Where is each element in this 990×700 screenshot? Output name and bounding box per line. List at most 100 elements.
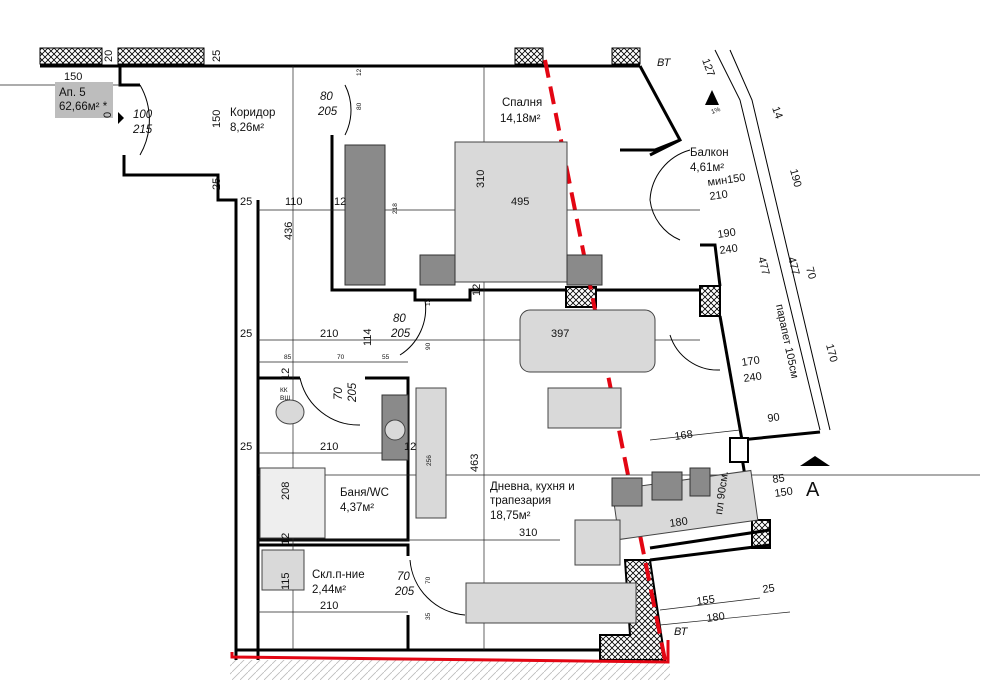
svg-text:180: 180	[706, 611, 726, 625]
svg-text:80: 80	[320, 91, 333, 103]
room-bedroom-name: Спалня	[502, 97, 542, 109]
dimension-labels: 150 20 25 150 25 25 110 12 436 310 495 2…	[64, 50, 839, 625]
svg-text:256: 256	[426, 455, 433, 466]
chair	[651, 471, 683, 501]
nightstand-right	[566, 254, 603, 286]
svg-text:20: 20	[103, 50, 115, 62]
room-balcony-name: Балкон	[690, 147, 729, 159]
interior-walls	[40, 49, 831, 660]
svg-text:310: 310	[475, 170, 487, 188]
kk-label: КК	[280, 387, 288, 394]
room-storage-name: Скл.п-ние	[312, 569, 365, 581]
svg-text:70: 70	[803, 266, 818, 281]
svg-text:150: 150	[64, 71, 82, 83]
svg-text:115: 115	[280, 572, 292, 590]
dimension-lines	[0, 66, 980, 650]
svg-text:170: 170	[741, 355, 761, 369]
kitchen-counter	[465, 582, 637, 624]
svg-text:477: 477	[785, 256, 801, 277]
bed	[454, 141, 568, 283]
svg-text:190: 190	[717, 227, 737, 241]
svg-text:205: 205	[390, 328, 411, 340]
svg-text:80: 80	[356, 102, 363, 110]
svg-text:85: 85	[772, 472, 786, 486]
vsh-label: ВШ	[280, 395, 290, 402]
svg-text:25: 25	[240, 328, 252, 340]
svg-text:170: 170	[823, 343, 839, 364]
svg-text:218: 218	[392, 203, 399, 214]
svg-text:215: 215	[132, 124, 153, 136]
furniture	[259, 141, 759, 624]
room-bathroom-area: 4,37м²	[340, 502, 374, 514]
chair	[611, 477, 643, 507]
room-living-name-1: Дневна, кухня и	[490, 481, 575, 493]
room-storage-area: 2,44м²	[312, 584, 346, 596]
svg-text:55: 55	[382, 354, 390, 361]
svg-text:180: 180	[669, 516, 689, 530]
svg-text:12: 12	[280, 368, 292, 380]
svg-text:210: 210	[320, 600, 338, 612]
svg-text:12: 12	[404, 441, 416, 453]
svg-text:14: 14	[769, 105, 784, 121]
chair	[689, 467, 711, 497]
svg-text:208: 208	[280, 482, 292, 500]
svg-text:463: 463	[469, 454, 481, 472]
svg-text:150: 150	[774, 486, 794, 500]
svg-text:12: 12	[471, 284, 483, 296]
svg-text:35: 35	[425, 612, 432, 620]
svg-text:477: 477	[755, 256, 771, 277]
svg-text:205: 205	[394, 586, 415, 598]
svg-text:210: 210	[709, 189, 729, 203]
svg-text:210: 210	[320, 328, 338, 340]
svg-text:25: 25	[240, 441, 252, 453]
door-swings	[139, 84, 721, 616]
apartment-tag-bg	[55, 82, 113, 118]
svg-text:12: 12	[425, 298, 432, 306]
svg-text:70: 70	[425, 576, 432, 584]
svg-text:190: 190	[787, 168, 803, 189]
svg-text:114: 114	[362, 328, 374, 346]
boundary-solid-line	[230, 640, 670, 664]
wardrobe	[344, 144, 386, 286]
section-marker-icon	[800, 456, 830, 466]
svg-text:168: 168	[674, 429, 694, 443]
svg-text:80: 80	[393, 313, 406, 325]
svg-text:150: 150	[211, 110, 223, 128]
vt-label-bottom: ВТ	[674, 626, 689, 638]
svg-text:25: 25	[240, 196, 252, 208]
room-bathroom-name: Баня/WC	[340, 487, 389, 499]
room-bedroom-area: 14,18м²	[500, 113, 541, 125]
cooktop	[574, 519, 621, 566]
svg-text:25: 25	[211, 178, 223, 190]
shower-tray	[259, 467, 326, 539]
vt-label-top: ВТ	[657, 57, 672, 69]
apartment-name: Ап. 5	[59, 87, 86, 99]
svg-text:12: 12	[334, 196, 346, 208]
svg-text:25: 25	[762, 582, 776, 596]
svg-text:110: 110	[285, 196, 303, 208]
room-balcony-area: 4,61м²	[690, 162, 724, 174]
slope-arrow-icon	[705, 90, 719, 105]
toilet	[275, 399, 305, 425]
svg-text:436: 436	[283, 222, 295, 240]
room-corridor-area: 8,26м²	[230, 122, 264, 134]
entrance-arrow-icon	[118, 112, 124, 124]
svg-text:155: 155	[696, 594, 716, 608]
svg-text:мин150: мин150	[707, 172, 746, 189]
svg-text:90: 90	[425, 342, 432, 350]
svg-text:397: 397	[551, 328, 569, 340]
coffee-table	[547, 387, 622, 429]
nightstand-left	[419, 254, 456, 286]
svg-text:90: 90	[767, 411, 781, 425]
svg-text:205: 205	[347, 382, 359, 403]
svg-text:0: 0	[102, 112, 114, 118]
svg-text:85: 85	[284, 354, 292, 361]
slope-label: 1%	[710, 106, 721, 116]
boiler	[261, 549, 305, 591]
svg-text:100: 100	[133, 109, 153, 121]
room-living-area: 18,75м²	[490, 510, 531, 522]
svg-text:25: 25	[211, 50, 223, 62]
svg-text:70: 70	[333, 387, 345, 400]
